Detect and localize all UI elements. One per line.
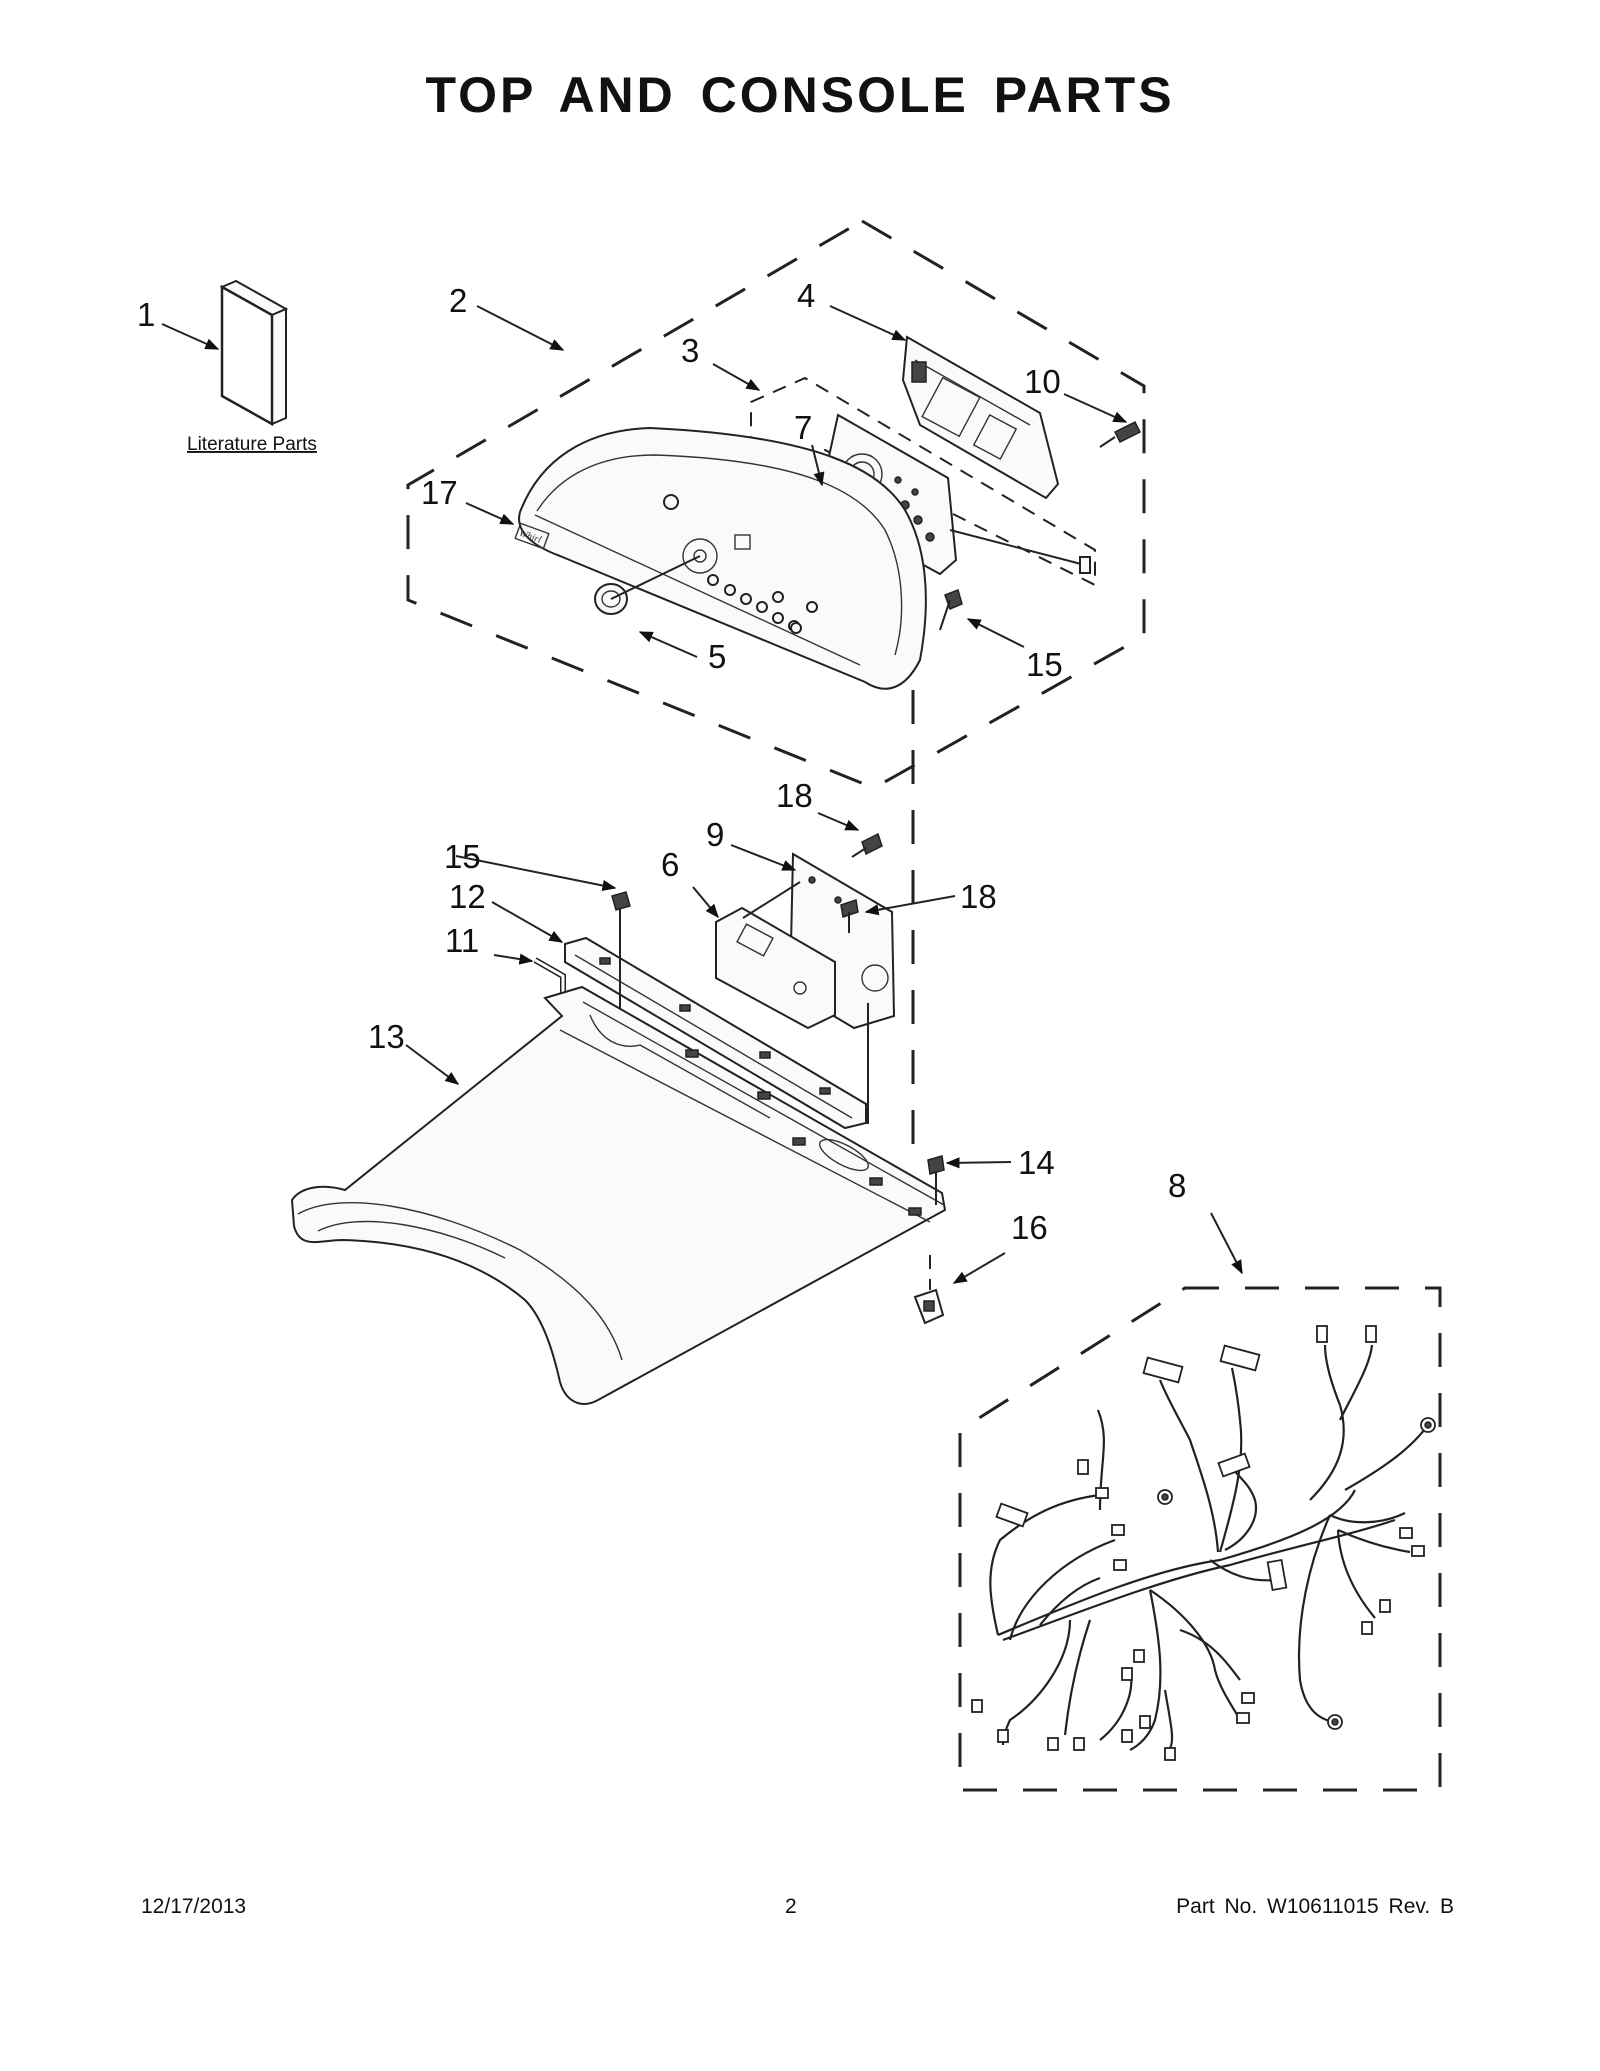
callout-9: 9 <box>706 816 724 853</box>
console-panel[interactable] <box>518 426 927 690</box>
screw-18-upper[interactable] <box>851 832 883 858</box>
callout-7: 7 <box>794 409 812 446</box>
logo-badge[interactable]: Whirl <box>514 522 550 550</box>
callout-8: 8 <box>1168 1167 1186 1204</box>
callout-13: 13 <box>368 1018 405 1055</box>
callout-18-upper: 18 <box>776 777 813 814</box>
callout-10: 10 <box>1024 363 1061 400</box>
footer-date: 12/17/2013 <box>141 1895 247 1918</box>
footer-page-number: 2 <box>785 1895 797 1918</box>
screw-18-lower[interactable] <box>840 899 859 933</box>
control-module[interactable] <box>715 906 836 1030</box>
control-board[interactable] <box>901 335 1060 500</box>
screw-10[interactable] <box>1099 420 1142 448</box>
callout-16: 16 <box>1011 1209 1048 1246</box>
ui-board-boundary <box>750 376 1096 587</box>
callout-11: 11 <box>445 922 479 959</box>
callout-15-console: 15 <box>1026 646 1063 683</box>
callout-5: 5 <box>708 638 726 675</box>
hex-key[interactable] <box>533 957 566 996</box>
callout-1: 1 <box>137 296 155 333</box>
callout-17: 17 <box>421 474 458 511</box>
callout-15-rail: 15 <box>444 838 481 875</box>
console-rail[interactable] <box>564 936 867 1130</box>
callout-12: 12 <box>449 878 486 915</box>
clip[interactable] <box>913 1288 945 1325</box>
screw-14[interactable] <box>927 1155 945 1205</box>
callout-14: 14 <box>1018 1144 1055 1181</box>
literature-parts-label: Literature Parts <box>187 434 317 455</box>
wire-harness[interactable] <box>971 1325 1436 1761</box>
wire-harness-boundary <box>958 1286 1442 1792</box>
callout-4: 4 <box>797 277 815 314</box>
callout-3: 3 <box>681 332 699 369</box>
ribbon-connector[interactable] <box>1079 556 1091 574</box>
console-assembly-boundary <box>406 219 1146 790</box>
callout-2: 2 <box>449 282 467 319</box>
callout-6: 6 <box>661 846 679 883</box>
top-panel[interactable] <box>290 985 947 1405</box>
literature-booklet[interactable] <box>219 279 289 427</box>
footer-part-number: Part No. W10611015 Rev. B <box>1176 1895 1454 1918</box>
callout-18-lower: 18 <box>960 878 997 915</box>
screw-15-console[interactable] <box>939 589 963 631</box>
page-title: TOP AND CONSOLE PARTS <box>425 67 1175 123</box>
